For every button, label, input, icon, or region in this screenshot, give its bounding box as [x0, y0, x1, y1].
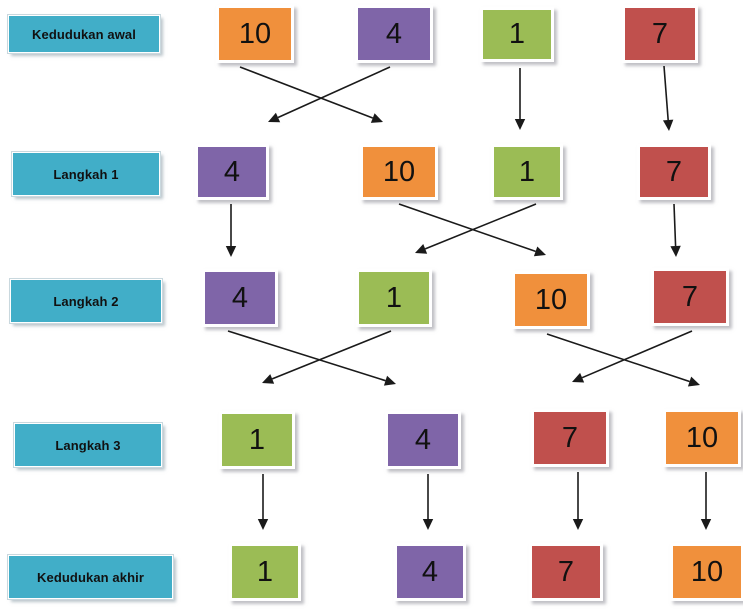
transition-arrow [663, 65, 669, 121]
arrow-head-icon [225, 246, 237, 257]
row-label-text: Kedudukan awal [32, 26, 136, 42]
value-box: 7 [529, 543, 603, 601]
value-box: 4 [355, 5, 433, 63]
value-box: 7 [622, 5, 698, 63]
row-label-langkah-2: Langkah 2 [9, 278, 163, 324]
value-box: 1 [219, 411, 295, 469]
transition-arrow [271, 330, 392, 380]
value-box: 7 [637, 144, 711, 200]
transition-arrow [546, 333, 690, 383]
arrow-head-icon [257, 519, 269, 530]
arrow-head-icon [670, 245, 681, 257]
value-box: 4 [195, 144, 269, 200]
arrow-head-icon [370, 113, 383, 123]
row-label-text: Kedudukan akhir [37, 569, 144, 585]
arrow-head-icon [514, 119, 526, 130]
row-label-kedudukan-awal: Kedudukan awal [7, 14, 161, 54]
value-box: 10 [360, 144, 438, 200]
transition-arrow [398, 203, 536, 253]
value-box: 4 [385, 411, 461, 469]
row-label-text: Langkah 1 [53, 166, 119, 182]
value-box: 10 [670, 543, 743, 601]
transition-arrow [424, 203, 537, 250]
transition-arrow [673, 203, 677, 247]
arrow-head-icon [572, 519, 584, 530]
arrow-head-icon [415, 244, 428, 254]
value-box: 4 [394, 543, 466, 601]
arrow-head-icon [687, 376, 700, 387]
transition-arrow [581, 330, 693, 379]
transition-arrow [239, 66, 374, 119]
value-box: 1 [480, 7, 554, 62]
arrow-head-icon [268, 112, 281, 123]
value-box: 10 [663, 409, 741, 467]
value-box: 7 [651, 268, 729, 326]
value-box: 10 [216, 5, 294, 63]
row-label-langkah-1: Langkah 1 [11, 151, 161, 197]
arrow-head-icon [533, 246, 546, 257]
row-label-langkah-3: Langkah 3 [13, 422, 163, 468]
value-box: 1 [491, 144, 563, 200]
arrow-head-icon [383, 375, 396, 386]
row-label-kedudukan-akhir: Kedudukan akhir [7, 554, 174, 600]
row-label-text: Langkah 2 [53, 293, 119, 309]
value-box: 4 [202, 269, 278, 327]
row-label-text: Langkah 3 [55, 437, 121, 453]
arrow-head-icon [572, 372, 585, 383]
value-box: 1 [229, 543, 301, 601]
arrow-head-icon [700, 519, 712, 530]
arrow-head-icon [422, 519, 434, 530]
value-box: 7 [531, 409, 609, 467]
arrow-head-icon [662, 119, 674, 131]
transition-arrow [227, 330, 386, 382]
arrow-head-icon [262, 374, 275, 384]
value-box: 10 [512, 271, 590, 329]
value-box: 1 [356, 269, 432, 327]
transition-arrow [277, 66, 391, 119]
